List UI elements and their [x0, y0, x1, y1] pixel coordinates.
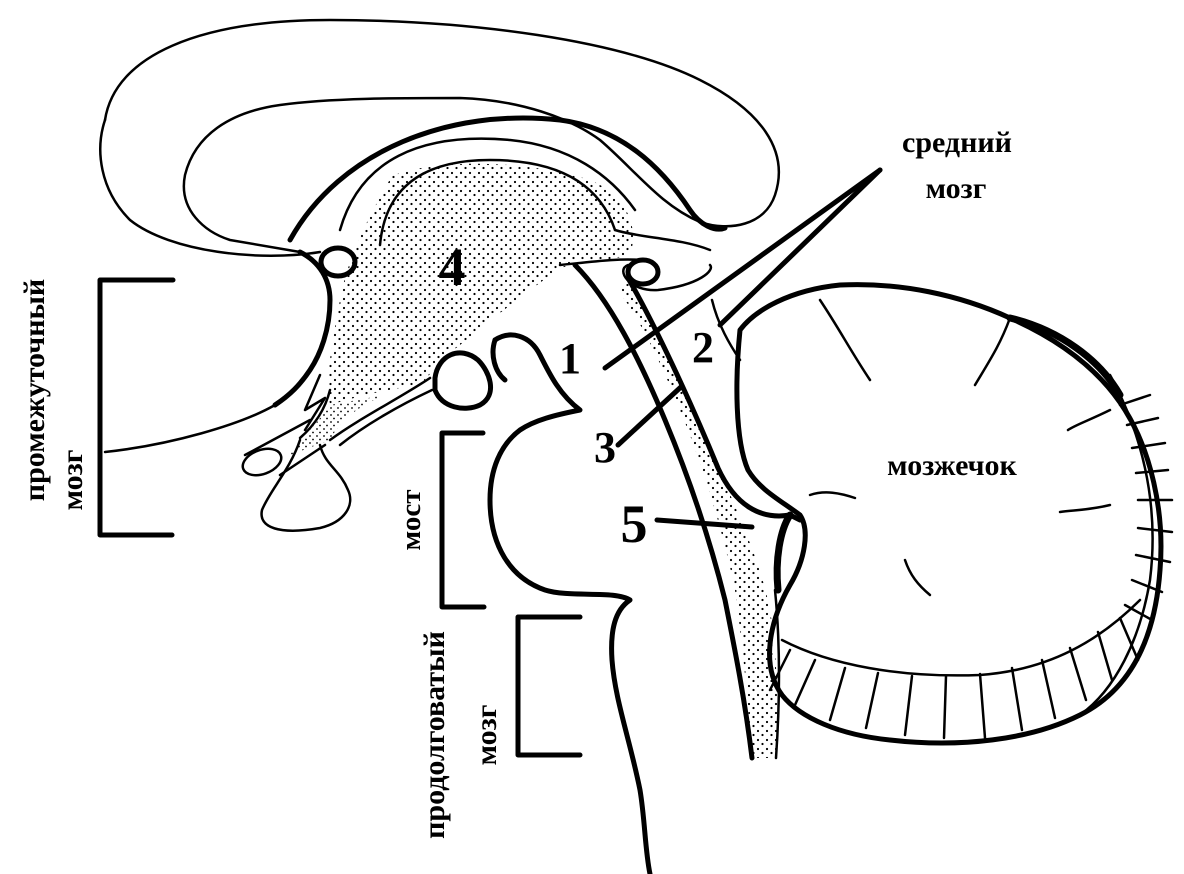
midbrain-label-line2: мозг	[926, 172, 987, 205]
cerebellum-label: мозжечок	[887, 449, 1017, 482]
diencephalon-bracket	[100, 280, 173, 535]
pons-label: мост	[395, 490, 427, 551]
midbrain-label-line1: средний	[902, 126, 1012, 159]
marker-2: 2	[692, 323, 714, 372]
thalamus-region	[290, 164, 640, 455]
cerebellum-folia	[770, 300, 1172, 738]
medulla-label-line1: продолговатый	[418, 631, 451, 839]
marker-3: 3	[594, 423, 616, 472]
diencephalon-label-line1: промежуточный	[18, 279, 51, 501]
aqueduct	[575, 265, 800, 758]
diencephalon-label-line2: мозг	[56, 450, 89, 511]
pons-bracket	[442, 433, 484, 607]
marker-4: 4	[439, 237, 466, 297]
midbrain-pointer-1	[605, 170, 880, 368]
marker-5: 5	[621, 494, 648, 554]
medulla-label-line2: мозг	[470, 705, 503, 766]
midbrain-pointer-2	[720, 170, 880, 325]
marker-1: 1	[559, 334, 581, 383]
medulla-bracket	[518, 617, 580, 755]
